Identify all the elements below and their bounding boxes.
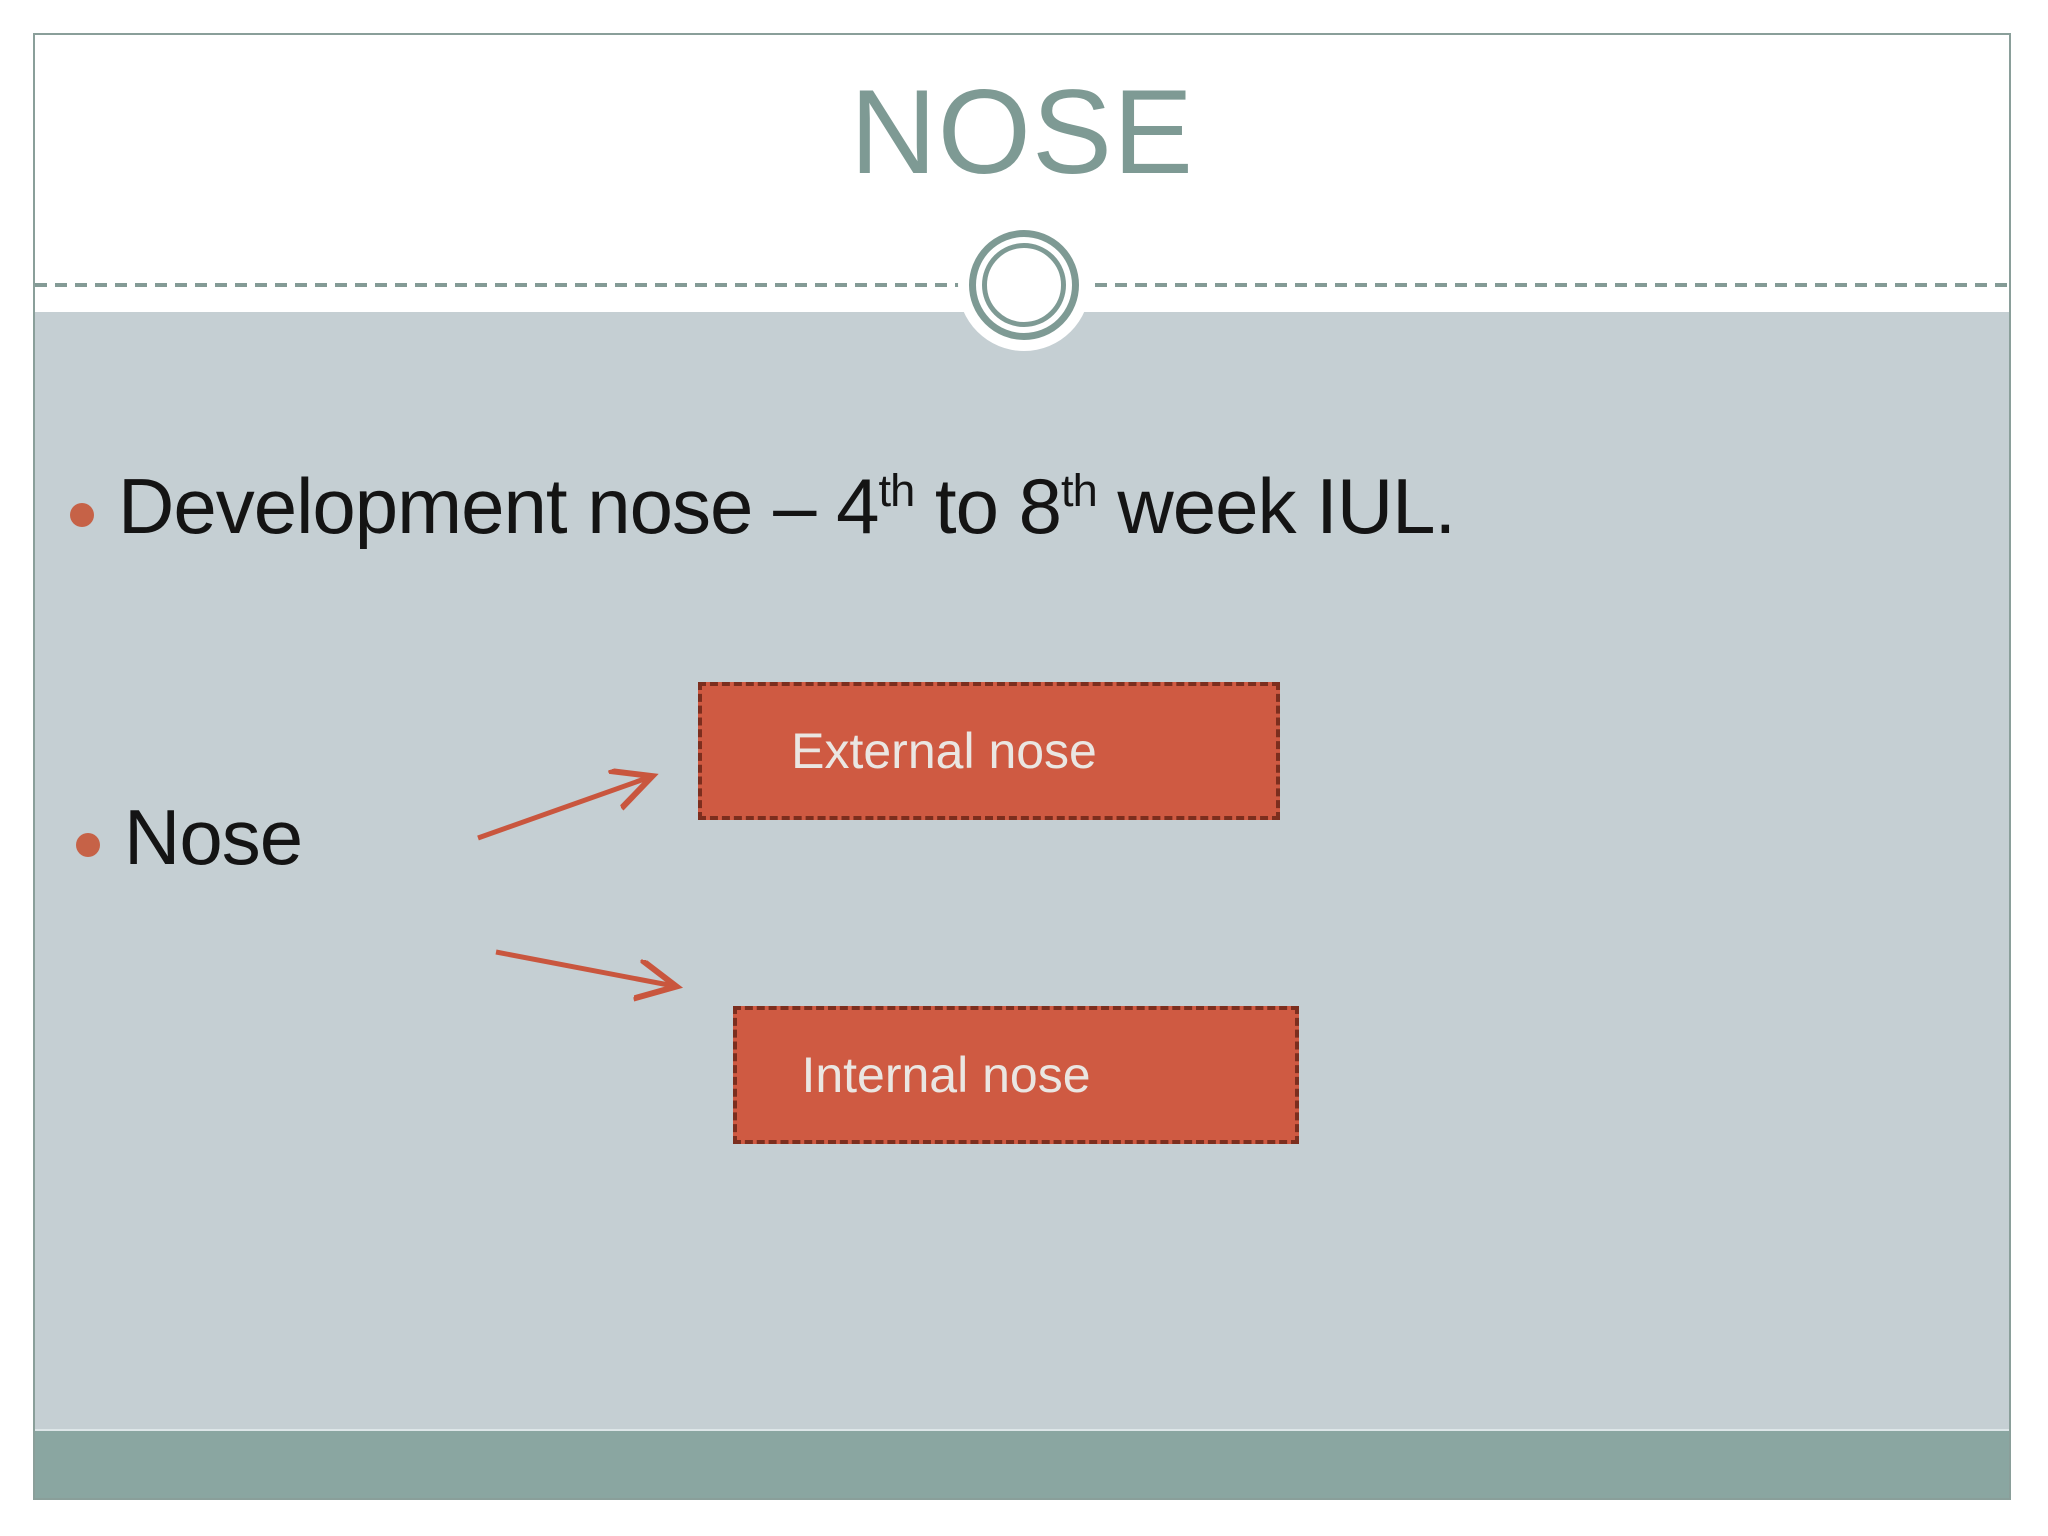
divider-circle-ornament-inner [982,243,1066,327]
bullet-1-text: Development nose – 4 [118,462,879,550]
footer-bar [35,1429,2011,1500]
superscript-th-8: th [1061,465,1098,516]
slide-title: NOSE [849,65,1195,199]
bullet-item-development: Development nose – 4th to 8th week IUL. [118,462,1456,550]
bullet-item-nose: Nose [124,793,303,881]
bullet-1-text-end: week IUL. [1096,462,1456,550]
superscript-th-4: th [878,465,916,516]
content-area [35,312,2011,1429]
bullet-dot-2 [76,833,100,857]
divider-circle-ornament [969,230,1079,340]
internal-nose-box: Internal nose [733,1006,1299,1144]
bullet-dot-1 [70,503,94,527]
bullet-1-text-mid: to 8 [914,462,1062,550]
external-nose-box: External nose [698,682,1280,820]
internal-nose-label: Internal nose [801,1047,1091,1103]
external-nose-label: External nose [791,723,1097,779]
